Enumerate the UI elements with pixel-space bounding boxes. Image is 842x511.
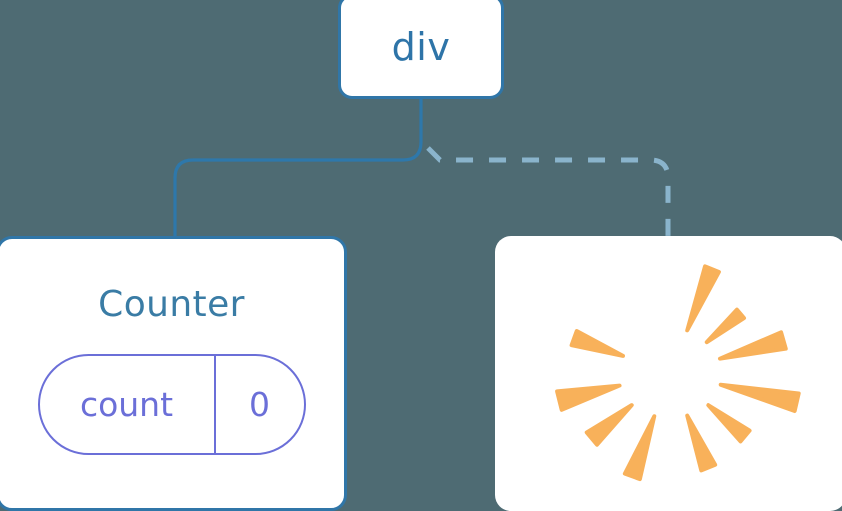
edge-root-to-burst	[426, 146, 671, 239]
node-counter[interactable]: Counter count 0	[0, 236, 347, 511]
node-div[interactable]: div	[338, 0, 504, 99]
node-div-label: div	[391, 24, 451, 69]
edge-root-to-counter	[173, 97, 423, 241]
node-counter-label: Counter	[98, 284, 245, 325]
node-burst[interactable]	[495, 236, 842, 511]
burst-ray-1	[685, 264, 721, 333]
burst-ray-4	[718, 382, 801, 414]
burst-ray-6	[685, 413, 718, 473]
state-value: 0	[249, 385, 270, 424]
state-key: count	[79, 385, 174, 424]
burst-ray-7	[622, 414, 657, 482]
state-pill[interactable]: count 0	[37, 354, 306, 455]
state-pill-wrap: count 0	[0, 354, 344, 455]
burst-ray-2	[704, 307, 747, 345]
burst-ray-5	[706, 403, 752, 444]
burst-ray-9	[555, 383, 622, 412]
sparkle-burst-icon	[555, 264, 801, 482]
burst-ray-8	[584, 403, 634, 447]
state-pill-divider	[213, 356, 216, 453]
burst-ray-3	[717, 330, 788, 361]
burst-ray-10	[569, 329, 626, 358]
